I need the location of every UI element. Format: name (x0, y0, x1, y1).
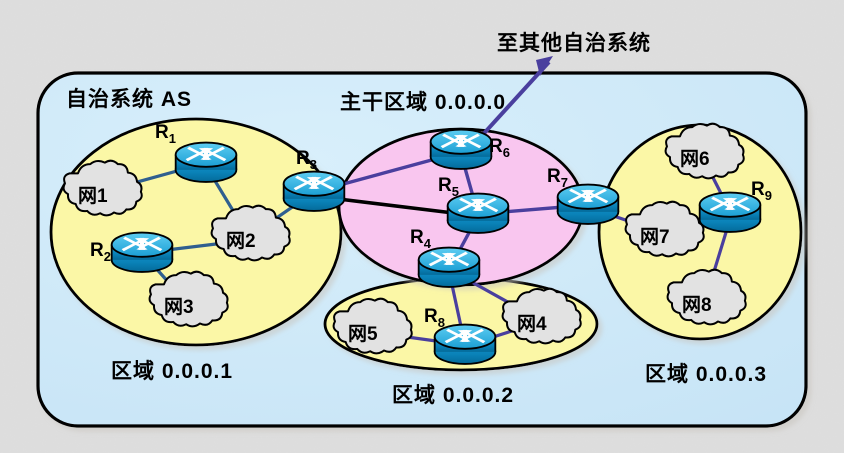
network-label-n4: 网4 (517, 314, 547, 335)
network-label-n3: 网3 (164, 297, 194, 318)
area-0-0-0-1-label: 区域 0.0.0.1 (111, 360, 234, 383)
router-icon-r1[interactable] (174, 141, 238, 183)
router-label-r2: R2 (90, 240, 111, 264)
router-label-r1: R1 (155, 122, 176, 146)
router-icon-r5[interactable] (446, 192, 510, 234)
router-icon-r3[interactable] (282, 170, 346, 212)
router-label-r9: R9 (751, 179, 772, 203)
network-label-n1: 网1 (78, 186, 108, 207)
router-label-r6-sub: 6 (502, 144, 510, 160)
router-icon-r4[interactable] (417, 246, 481, 288)
router-label-r5-sub: 5 (451, 183, 459, 199)
network-label-n6: 网6 (680, 149, 710, 170)
network-label-n2: 网2 (226, 231, 256, 252)
router-label-r6: R6 (489, 136, 510, 160)
network-label-n7: 网7 (640, 227, 670, 248)
router-label-r5: R5 (438, 175, 459, 199)
network-label-n8: 网8 (682, 295, 712, 316)
router-icon-r8[interactable] (433, 323, 497, 365)
router-label-r7-sub: 7 (560, 174, 568, 190)
router-label-r3: R3 (296, 148, 317, 172)
network-label-n5: 网5 (348, 324, 378, 345)
router-label-r7: R7 (547, 166, 568, 190)
area-0-0-0-2-label: 区域 0.0.0.2 (392, 384, 515, 407)
router-label-r8-sub: 8 (437, 314, 445, 330)
to-other-as-label: 至其他自治系统 (497, 32, 651, 55)
router-label-r9-sub: 9 (764, 187, 772, 203)
router-icon-r2[interactable] (110, 231, 174, 273)
router-label-r8: R8 (424, 306, 445, 330)
router-label-r2-sub: 2 (103, 248, 111, 264)
router-label-r4: R4 (410, 227, 431, 251)
router-icon-r6[interactable] (429, 128, 493, 170)
as-label: 自治系统 AS (66, 88, 193, 111)
router-icon-r7[interactable] (556, 183, 620, 225)
router-label-r1-sub: 1 (168, 130, 176, 146)
router-label-r3-sub: 3 (309, 156, 317, 172)
area-0-0-0-3-label: 区域 0.0.0.3 (645, 363, 768, 386)
backbone-label: 主干区域 0.0.0.0 (340, 91, 507, 114)
router-label-r4-sub: 4 (423, 235, 431, 251)
